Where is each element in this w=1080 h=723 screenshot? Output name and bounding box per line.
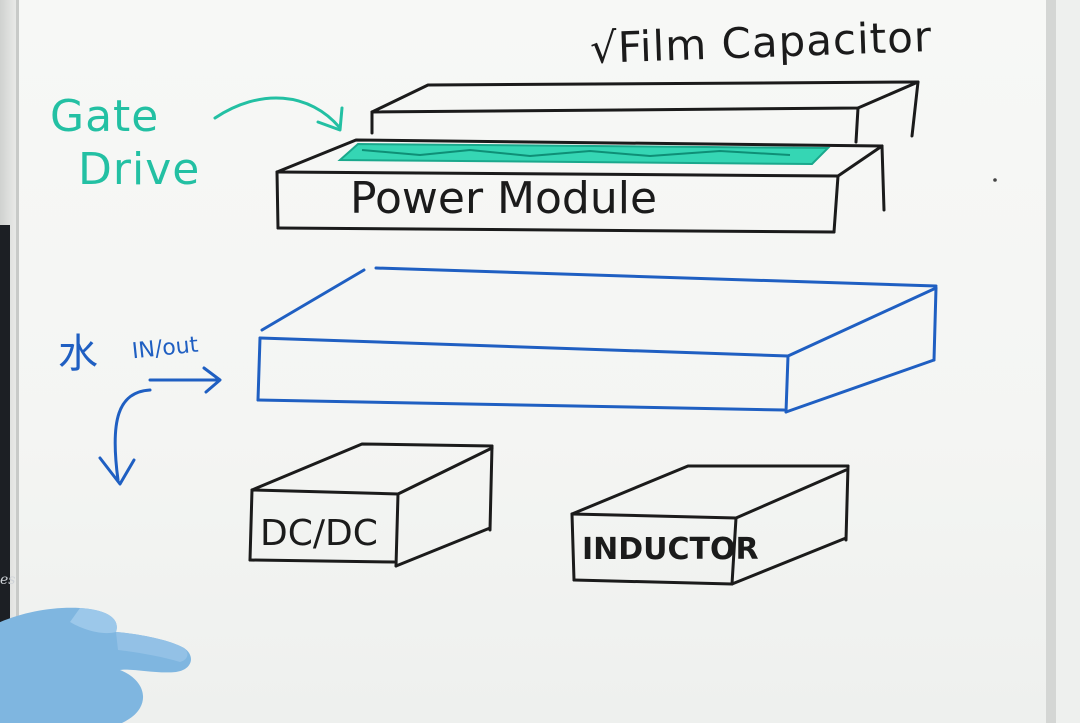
film-capacitor-box (370, 80, 920, 144)
coolant-arrows (98, 366, 222, 486)
dcdc-box (248, 442, 494, 568)
film-capacitor-label: √Film Capacitor (589, 12, 933, 73)
gate-drive-arrow (213, 96, 342, 130)
power-module-box (275, 138, 886, 234)
cooling-plate-box (256, 266, 938, 414)
gate-label: Gate (50, 91, 160, 142)
gate-drive-board (337, 142, 831, 166)
water-label: 水 (58, 331, 98, 377)
whiteboard (16, 0, 1056, 723)
drive-label: Drive (78, 144, 201, 195)
dcdc-label: DC/DC (260, 513, 378, 554)
left-edge-text: es (0, 572, 16, 588)
left-edge-panel (0, 225, 10, 645)
inductor-label: INDUCTOR (582, 532, 759, 567)
gloved-hand (0, 607, 191, 723)
board-dot (993, 178, 997, 182)
power-module-label: Power Module (350, 173, 658, 224)
gate-drive-arrowhead (316, 106, 344, 132)
inductor-box (570, 464, 850, 586)
